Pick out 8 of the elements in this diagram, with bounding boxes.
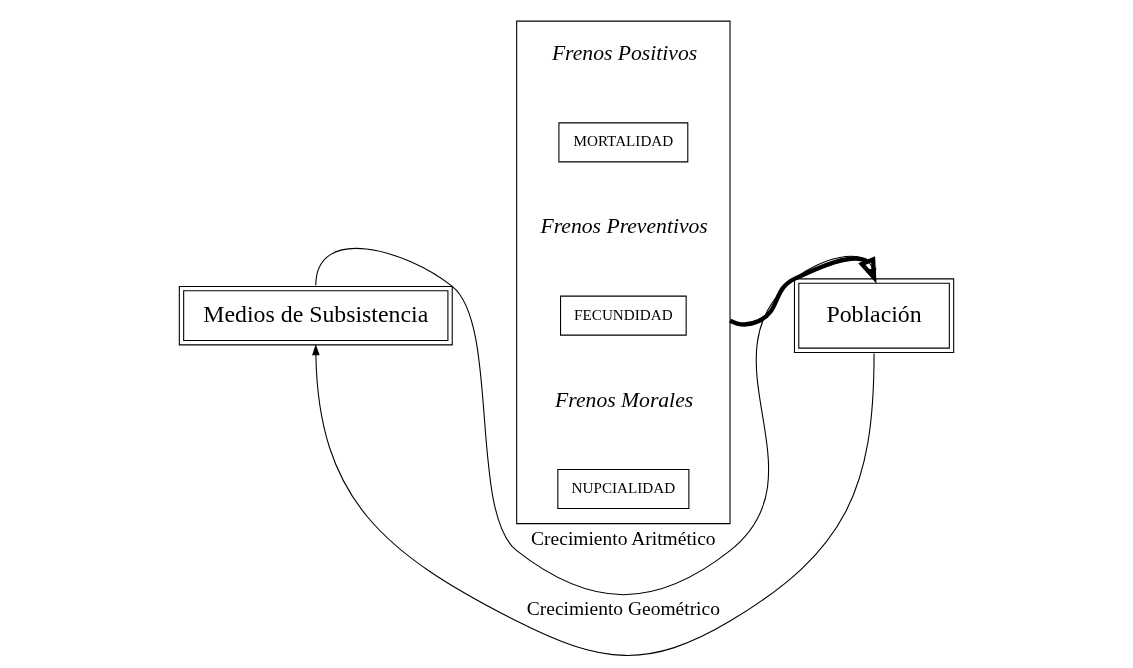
edge-label: Crecimiento Aritmético (531, 527, 716, 549)
arrow (312, 344, 875, 656)
node-box: FECUNDIDAD (560, 295, 687, 336)
node-box: Población (793, 278, 955, 354)
node-box: NUPCIALIDAD (557, 468, 690, 509)
edge-label: Crecimiento Geométrico (526, 598, 720, 619)
node-box: Medios de Subsistencia (178, 285, 453, 346)
node-box: MORTALIDAD (558, 122, 689, 163)
